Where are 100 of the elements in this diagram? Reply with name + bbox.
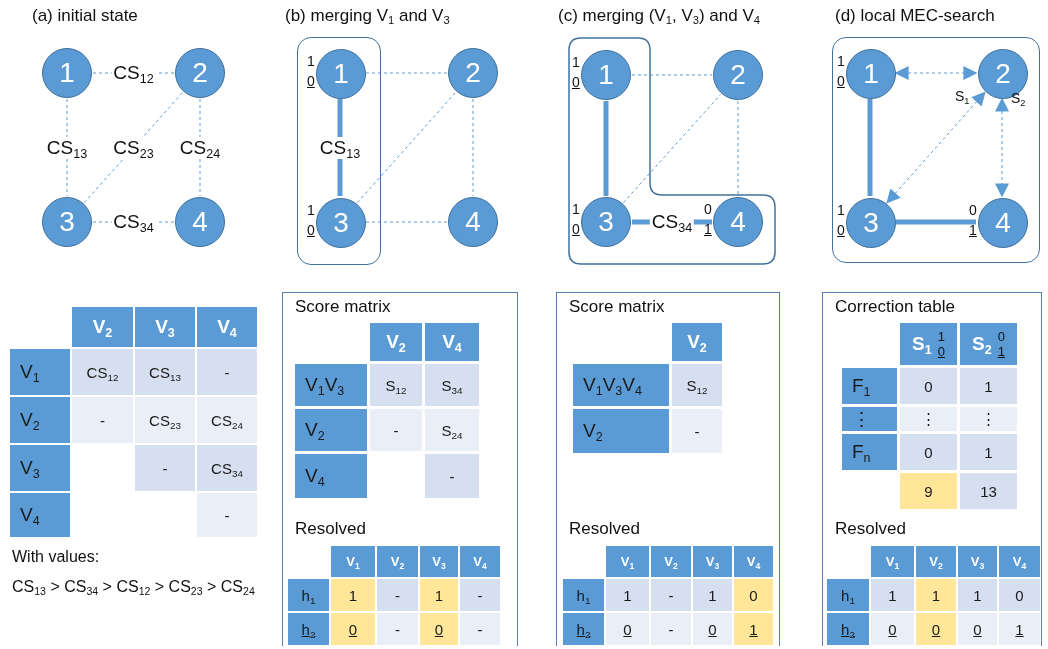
value-cell: 1	[606, 579, 649, 611]
graph-node-circle: 1	[42, 48, 92, 98]
row-header-cell: V$_{1}$V$_{3}$	[295, 364, 367, 406]
dashed-connector	[199, 98, 201, 197]
value-cell: -	[460, 579, 500, 611]
graph-node-circle: 3	[581, 197, 631, 247]
graph-node-circle: 2	[448, 48, 498, 98]
dashed-connector	[995, 97, 1009, 198]
graph-node-circle: 3	[42, 197, 92, 247]
row-header-cell: V$_{4}$	[295, 454, 367, 498]
group-outline	[832, 37, 1040, 263]
highlighted-cell: 9	[900, 473, 957, 509]
bit-value: 1	[837, 53, 845, 69]
row-header-cell: h$_{2}$	[827, 613, 869, 645]
bit-value: 0	[704, 201, 712, 217]
graph-node-circle: 4	[978, 198, 1028, 248]
panel-title: (b) merging V$_{1}$ and V$_{3}$	[285, 6, 450, 26]
column-header-cell: V$_{3}$	[958, 546, 997, 577]
row-header-cell: F$_{n}$	[842, 434, 897, 470]
value-cell: 13	[960, 473, 1017, 509]
bit-value: 1	[307, 202, 315, 218]
value-cell: CS$_{34}$	[197, 445, 257, 491]
column-header-cell: V$_{1}$	[331, 546, 375, 577]
column-header-cell: V$_{3}$	[420, 546, 458, 577]
highlighted-cell: 1	[734, 613, 773, 645]
thick-connector	[603, 101, 609, 196]
bit-value: 1	[969, 222, 977, 238]
highlighted-cell: 1	[420, 579, 458, 611]
value-cell: S$_{34}$	[425, 364, 479, 406]
graph-node-circle: 4	[713, 197, 763, 247]
value-cell: S$_{12}$	[370, 364, 422, 406]
dashed-connector	[365, 72, 448, 74]
column-header-cell: V$_{2}$	[370, 323, 422, 361]
graph-node-circle: 2	[713, 50, 763, 100]
edge-label: CS$_{13}$	[317, 136, 363, 159]
value-cell: 0	[900, 434, 957, 470]
column-header-cell: V$_{1}$	[606, 546, 649, 577]
value-cell: CS$_{24}$	[197, 397, 257, 443]
bit-value: 0	[572, 74, 580, 90]
dashed-connector	[356, 91, 457, 204]
graph-node-circle: 1	[316, 49, 366, 99]
column-header-cell: V$_{2}$	[672, 323, 722, 361]
column-header-cell: V$_{4}$	[425, 323, 479, 361]
value-cell: 0	[871, 613, 914, 645]
table-panel	[556, 292, 780, 646]
bit-value: 0	[837, 222, 845, 238]
graph-node-circle: 2	[175, 48, 225, 98]
value-cell: 0	[606, 613, 649, 645]
bit-value: 1	[572, 54, 580, 70]
dashed-connector	[83, 91, 184, 204]
bit-value: 1	[307, 53, 315, 69]
bit-value: 1	[704, 221, 712, 237]
value-cell: -	[377, 613, 418, 645]
edge-label: CS$_{23}$	[111, 136, 156, 159]
value-cell: CS$_{23}$	[135, 397, 195, 443]
dashed-connector	[737, 100, 739, 197]
edge-label: CS$_{13}$	[44, 136, 90, 159]
bit-value: 0	[837, 73, 845, 89]
graph-node-circle: 4	[175, 197, 225, 247]
panel-heading: Resolved	[295, 519, 366, 539]
value-cell: S$_{24}$	[425, 409, 479, 451]
value-cell: CS$_{13}$	[135, 349, 195, 395]
column-header-cell: V$_{4}$	[197, 307, 257, 347]
graph-node-circle: 4	[448, 197, 498, 247]
highlighted-cell: 1	[331, 579, 375, 611]
column-header-cell: V$_{3}$	[135, 307, 195, 347]
graph-node-circle: 3	[316, 198, 366, 248]
column-header-cell: V$_{1}$	[871, 546, 914, 577]
column-header-cell: V$_{4}$	[999, 546, 1040, 577]
graph-node-circle: 3	[846, 198, 896, 248]
bit-value: 1	[572, 201, 580, 217]
value-cell: CS$_{12}$	[72, 349, 133, 395]
row-header-cell: V$_{2}$	[10, 397, 70, 443]
dashed-connector	[365, 221, 448, 223]
value-cell: 1	[871, 579, 914, 611]
value-cell: 1	[958, 579, 997, 611]
highlighted-cell: 1	[916, 579, 956, 611]
note-text: With values:	[12, 548, 100, 566]
value-cell: ⋮	[960, 407, 1017, 431]
column-header-cell: V$_{2}$	[916, 546, 956, 577]
row-header-cell: V$_{1}$	[10, 349, 70, 395]
dashed-connector	[631, 74, 713, 76]
value-cell: -	[425, 454, 479, 498]
highlighted-cell: 0	[331, 613, 375, 645]
graph-node-circle: 1	[581, 50, 631, 100]
row-header-cell: V$_{4}$	[10, 493, 70, 537]
panel-title: (a) initial state	[32, 6, 138, 26]
dashed-connector	[894, 66, 978, 80]
dashed-connector	[622, 93, 722, 204]
panel-heading: Correction table	[835, 297, 955, 317]
thick-connector	[896, 219, 976, 225]
value-cell: -	[651, 613, 691, 645]
panel-title: (d) local MEC-search	[835, 6, 995, 26]
value-cell: 1	[999, 613, 1040, 645]
value-cell: -	[197, 493, 257, 537]
value-cell: 0	[900, 368, 957, 404]
row-header-cell: h$_{1}$	[563, 579, 604, 611]
bit-value: 0	[307, 222, 315, 238]
value-cell: -	[672, 409, 722, 453]
dashed-connector	[886, 91, 986, 204]
